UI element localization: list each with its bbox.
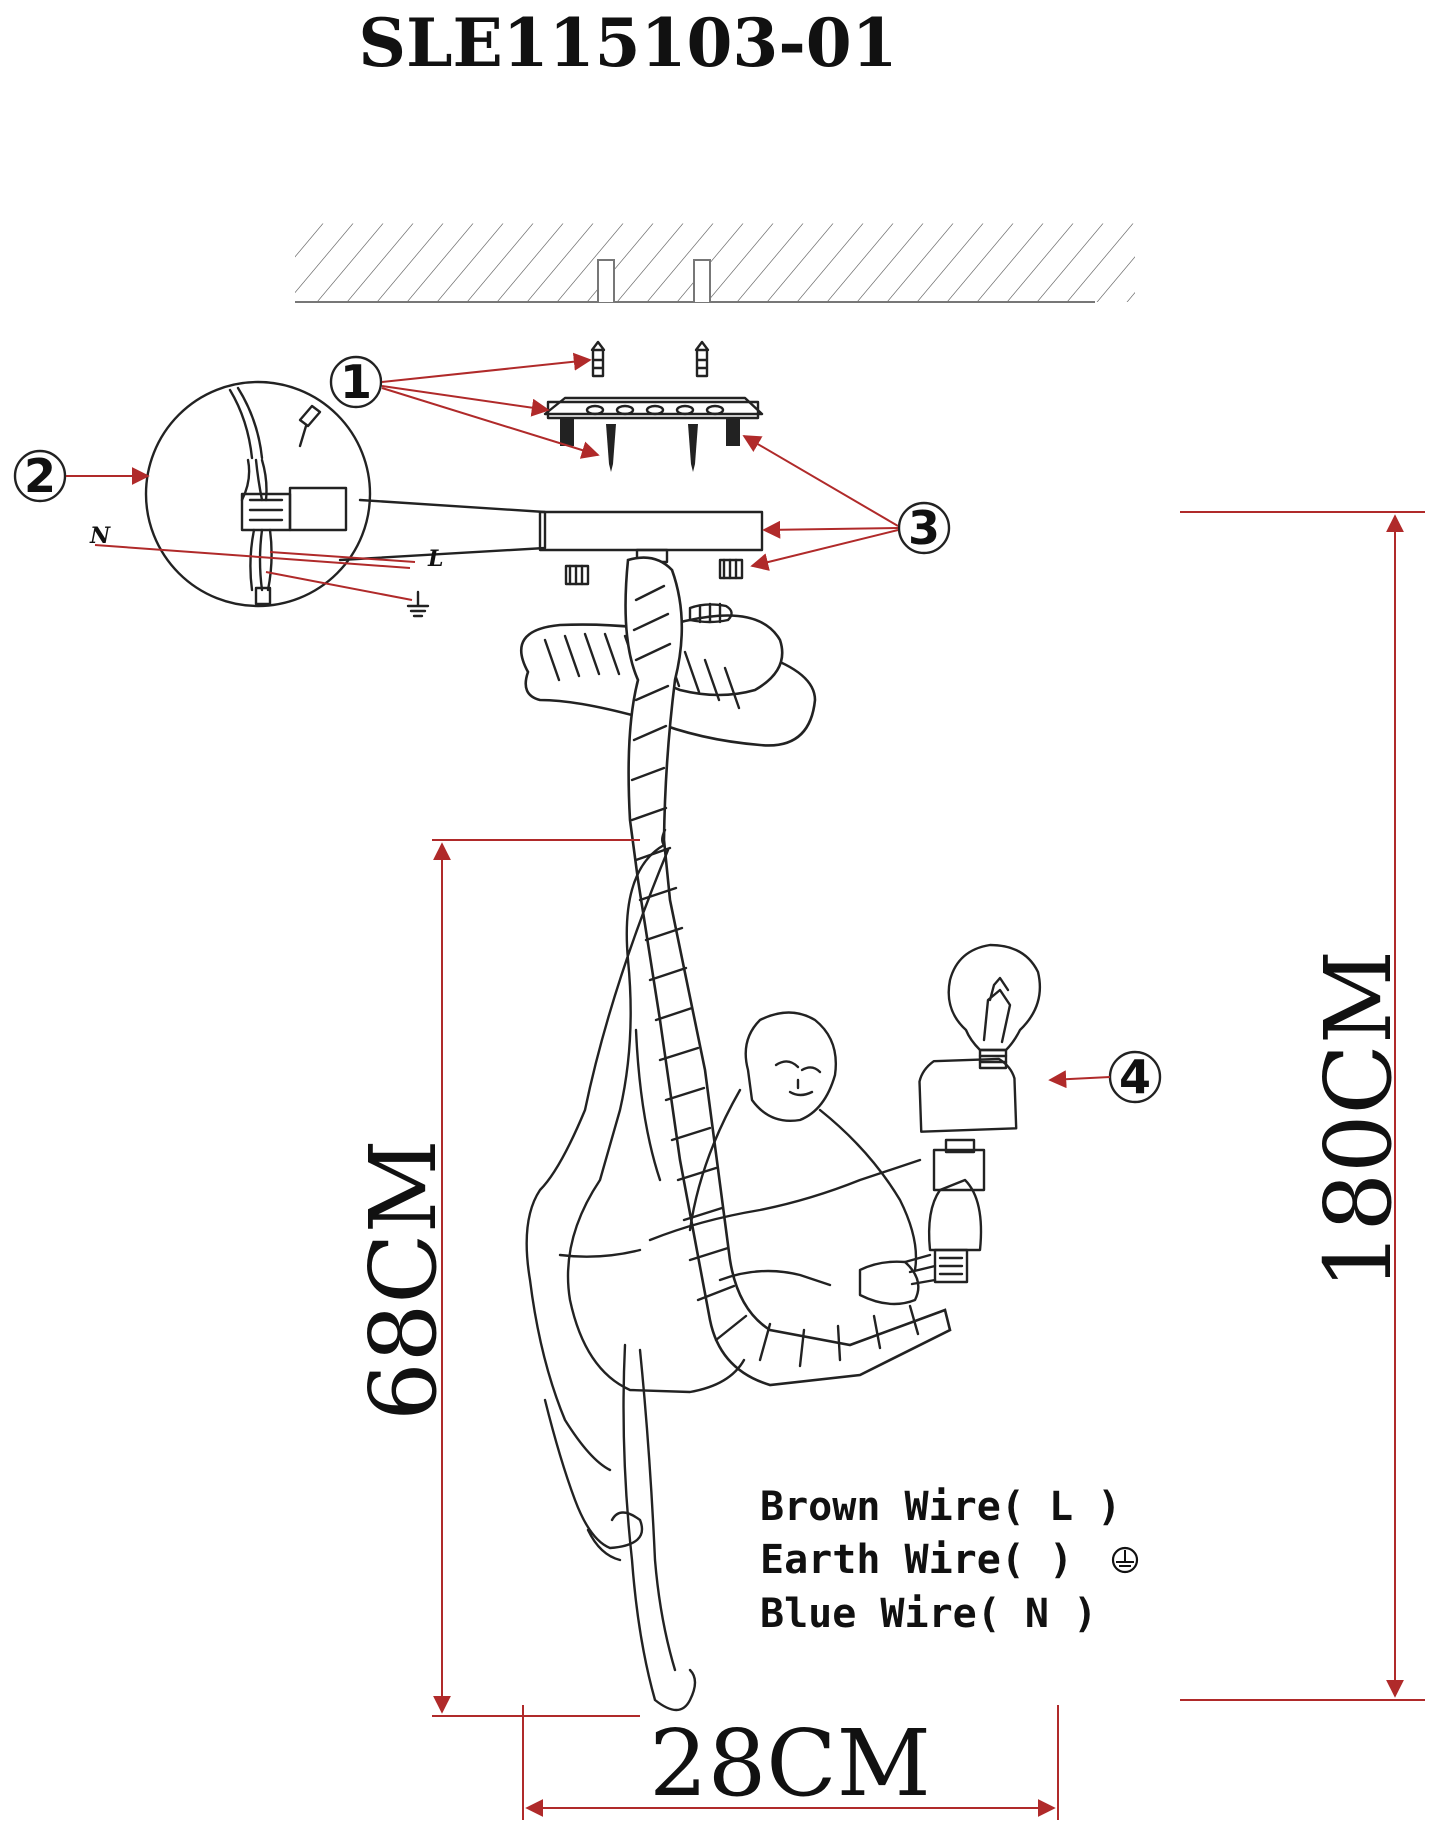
svg-text:3: 3 xyxy=(908,501,940,555)
ceiling xyxy=(295,220,1135,303)
wire-legend-blue: Blue Wire( N ) xyxy=(760,1591,1097,1637)
total-height-label: 180CM xyxy=(1305,950,1412,1290)
callout-1: 1 xyxy=(329,355,383,409)
svg-text:1: 1 xyxy=(340,355,372,409)
cable-nut-icon xyxy=(564,558,744,586)
width-label: 28CM xyxy=(649,1710,931,1817)
earth-symbol-icon xyxy=(1111,1546,1139,1574)
screw-icon xyxy=(606,424,698,472)
callout-leaders xyxy=(66,352,1111,1089)
mounting-bracket xyxy=(543,396,764,446)
wiring-detail-magnifier xyxy=(94,380,547,618)
wall-anchor-icon xyxy=(590,340,710,378)
rope xyxy=(624,556,952,1387)
live-label: L xyxy=(427,546,443,572)
wire-legend-brown: Brown Wire( L ) xyxy=(760,1484,1121,1530)
svg-text:2: 2 xyxy=(24,449,56,503)
width-dimension xyxy=(522,1705,1059,1820)
wire-legend: Brown Wire( L ) Earth Wire( ) Blue Wire(… xyxy=(760,1484,1139,1637)
figure-height-label: 68CM xyxy=(350,1139,457,1421)
total-height-dimension xyxy=(1180,511,1425,1701)
figure-height-dimension xyxy=(432,839,640,1717)
monkey-figure xyxy=(525,828,937,1712)
neutral-label: N xyxy=(89,523,111,549)
wire-legend-earth: Earth Wire( ) xyxy=(760,1537,1073,1583)
callout-4: 4 xyxy=(1108,1050,1162,1104)
svg-text:4: 4 xyxy=(1119,1050,1151,1104)
light-bulb-icon xyxy=(947,943,1042,1070)
callout-3: 3 xyxy=(897,501,951,555)
callout-2: 2 xyxy=(13,449,67,503)
ceiling-canopy xyxy=(538,510,764,552)
model-number: SLE115103-01 xyxy=(358,4,897,82)
lamp-holder xyxy=(918,1057,1018,1284)
